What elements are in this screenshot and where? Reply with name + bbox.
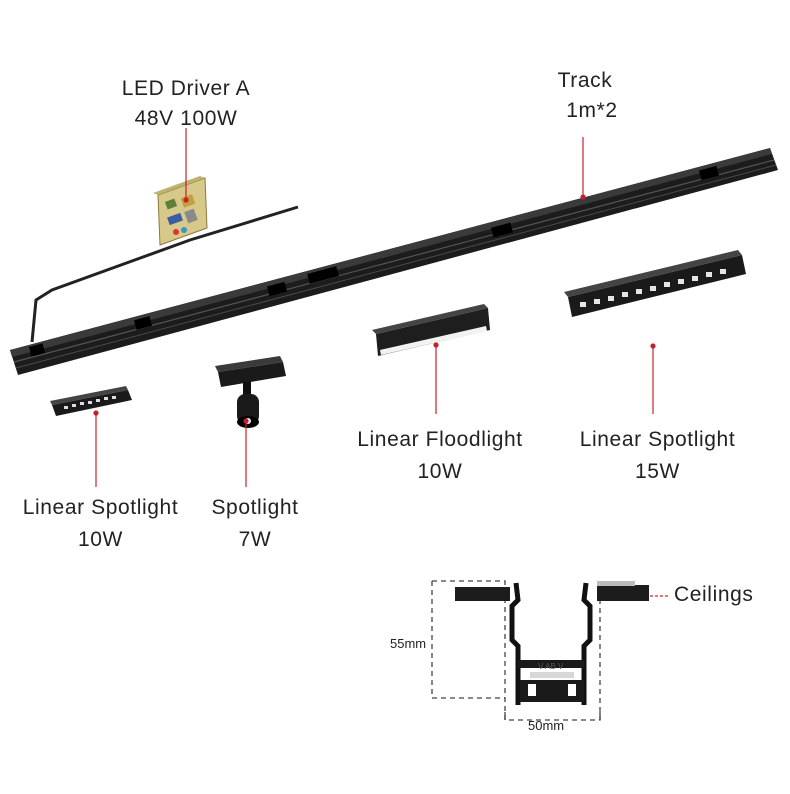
linear-spotlight-15w-name: Linear Spotlight xyxy=(579,428,736,451)
label-spotlight: Spotlight 7W xyxy=(200,493,310,555)
spotlight-7w-icon xyxy=(215,356,286,428)
spotlight-name: Spotlight xyxy=(211,496,299,519)
linear-floodlight-name: Linear Floodlight xyxy=(357,428,523,451)
led-driver-name: LED Driver A xyxy=(121,77,251,100)
track-spec: 1m*2 xyxy=(566,99,618,122)
power-cable xyxy=(30,205,299,343)
led-driver-icon xyxy=(153,176,208,246)
track-name: Track xyxy=(557,69,613,92)
label-track: Track 1m*2 xyxy=(530,66,640,126)
leader-lines xyxy=(93,128,670,597)
label-linear-spotlight-15w: Linear Spotlight 15W xyxy=(565,425,750,487)
spotlight-spec: 7W xyxy=(238,528,272,551)
track-rail xyxy=(10,148,778,375)
label-linear-spotlight-10w: Linear Spotlight 10W xyxy=(8,493,193,555)
linear-spotlight-15w-icon xyxy=(564,250,746,317)
linear-spotlight-10w-name: Linear Spotlight xyxy=(22,496,179,519)
label-linear-floodlight: Linear Floodlight 10W xyxy=(345,425,535,487)
height-dimension-label: 55mm xyxy=(390,636,427,651)
linear-spotlight-15w-spec: 15W xyxy=(635,460,680,483)
led-driver-spec: 48V 100W xyxy=(134,107,238,130)
ceilings-label: Ceilings xyxy=(674,583,754,606)
linear-spotlight-10w-spec: 10W xyxy=(78,528,123,551)
linear-spotlight-10w-icon xyxy=(50,386,132,416)
width-dimension-label: 50mm xyxy=(528,718,565,733)
profile-marking: V AB V xyxy=(538,662,564,671)
label-led-driver: LED Driver A 48V 100W xyxy=(106,74,266,134)
cross-section-diagram xyxy=(431,580,649,721)
linear-floodlight-spec: 10W xyxy=(417,460,463,483)
linear-floodlight-icon xyxy=(372,304,490,356)
